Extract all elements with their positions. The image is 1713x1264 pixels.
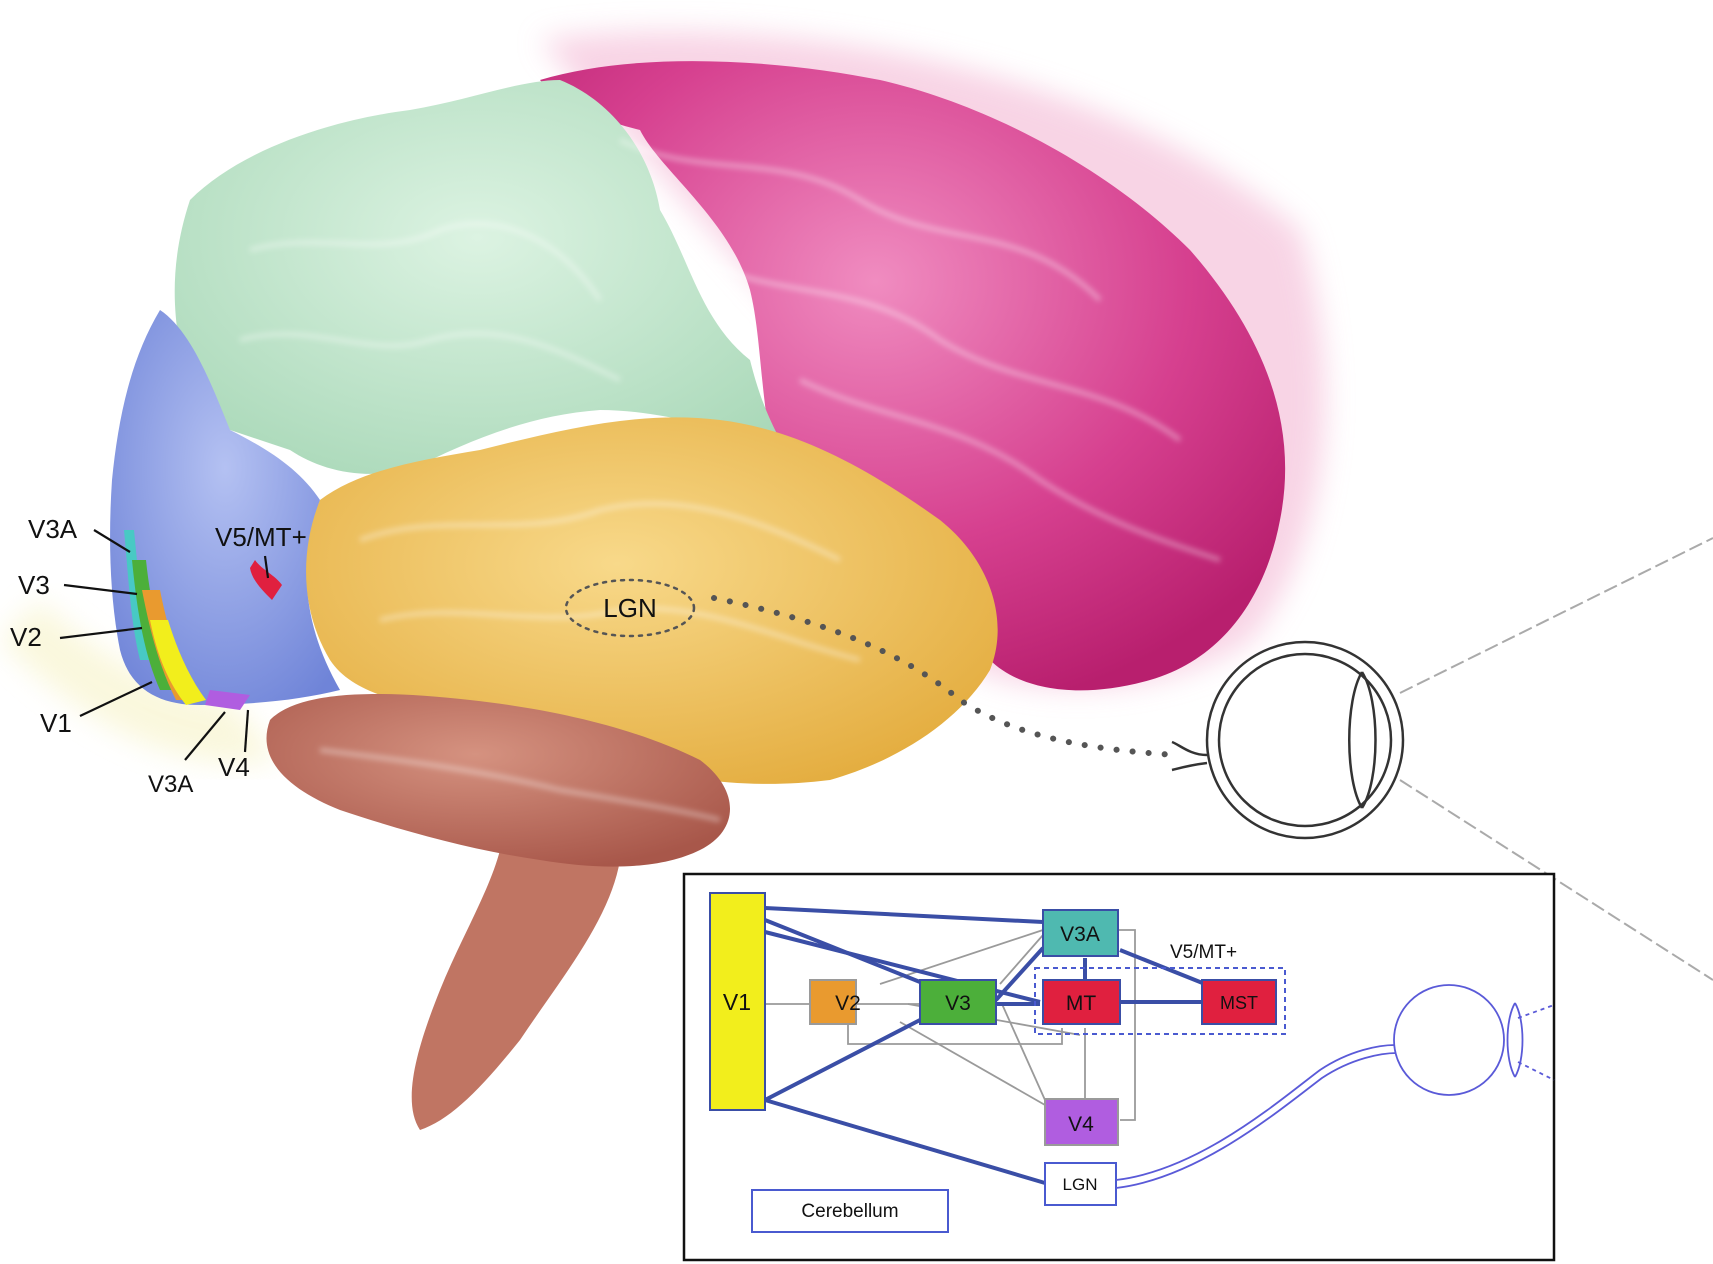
svg-text:V4: V4 [1068, 1113, 1094, 1136]
svg-text:V3: V3 [945, 992, 971, 1015]
box-mt: MT [1042, 979, 1121, 1025]
box-mst: MST [1201, 979, 1277, 1025]
box-v2: V2 [809, 979, 861, 1025]
eye-icon [1171, 640, 1405, 840]
svg-text:MT: MT [1066, 992, 1096, 1015]
label-lgn: LGN [603, 593, 656, 623]
box-v4: V4 [1044, 1098, 1119, 1146]
svg-text:V2: V2 [835, 992, 861, 1015]
svg-text:V1: V1 [723, 989, 751, 1015]
optic-pathway-dotted [711, 595, 1178, 758]
visual-area-stripes [124, 530, 282, 710]
box-cerebellum: Cerebellum [751, 1189, 949, 1233]
frontal-lobe [540, 61, 1286, 691]
label-v3a-lower: V3A [148, 771, 193, 798]
connectivity-inset: V5/MT+ V1 V2 V3 V3A MT MST V4 [682, 872, 1556, 1262]
svg-text:Cerebellum: Cerebellum [801, 1201, 898, 1222]
label-v4: V4 [218, 752, 250, 782]
cerebellum [266, 694, 730, 867]
lgn-marker: LGN [564, 578, 696, 638]
brain-labels: V3A V3 V2 V1 V3A V4 V5/MT+ [10, 514, 307, 798]
occipital-lobe [110, 310, 340, 705]
label-v2: V2 [10, 622, 42, 652]
label-v3: V3 [18, 570, 50, 600]
box-v1: V1 [709, 892, 766, 1111]
box-lgn: LGN [1044, 1162, 1117, 1206]
brain-illustration [110, 61, 1286, 1130]
v5-mt-group-label: V5/MT+ [1170, 942, 1237, 963]
svg-text:MST: MST [1220, 993, 1258, 1013]
visual-field-lines [1399, 537, 1713, 981]
label-v5-mt: V5/MT+ [215, 522, 307, 552]
label-v3a-upper: V3A [28, 514, 78, 544]
label-v1: V1 [40, 708, 72, 738]
parietal-lobe [174, 80, 780, 474]
box-v3: V3 [919, 979, 997, 1025]
small-eye-icon [1115, 984, 1555, 1189]
box-v3a: V3A [1042, 909, 1119, 957]
brain-leader-lines [59, 529, 270, 761]
brainstem [411, 790, 620, 1130]
svg-text:LGN: LGN [1063, 1175, 1098, 1194]
v5-mt-group [1034, 967, 1286, 1035]
svg-text:V3A: V3A [1060, 923, 1100, 946]
temporal-lobe [306, 417, 998, 784]
